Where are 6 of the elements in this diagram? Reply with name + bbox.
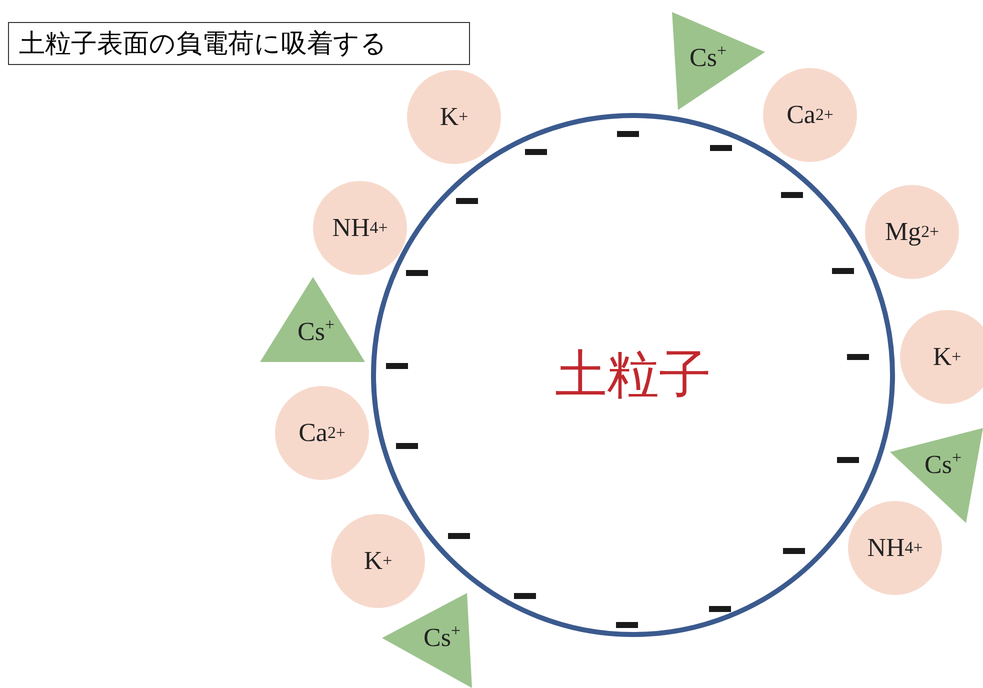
ion-label: Cs$^{+}$ bbox=[424, 623, 460, 653]
ion-label: Cs$^{+}$ bbox=[690, 43, 726, 73]
particle-label: 土粒子 bbox=[555, 344, 711, 407]
title-box: 土粒子表面の負電荷に吸着する bbox=[8, 22, 470, 65]
ion-label: Cs$^{+}$ bbox=[298, 317, 334, 347]
ion-label: Cs$^{+}$ bbox=[924, 450, 962, 480]
